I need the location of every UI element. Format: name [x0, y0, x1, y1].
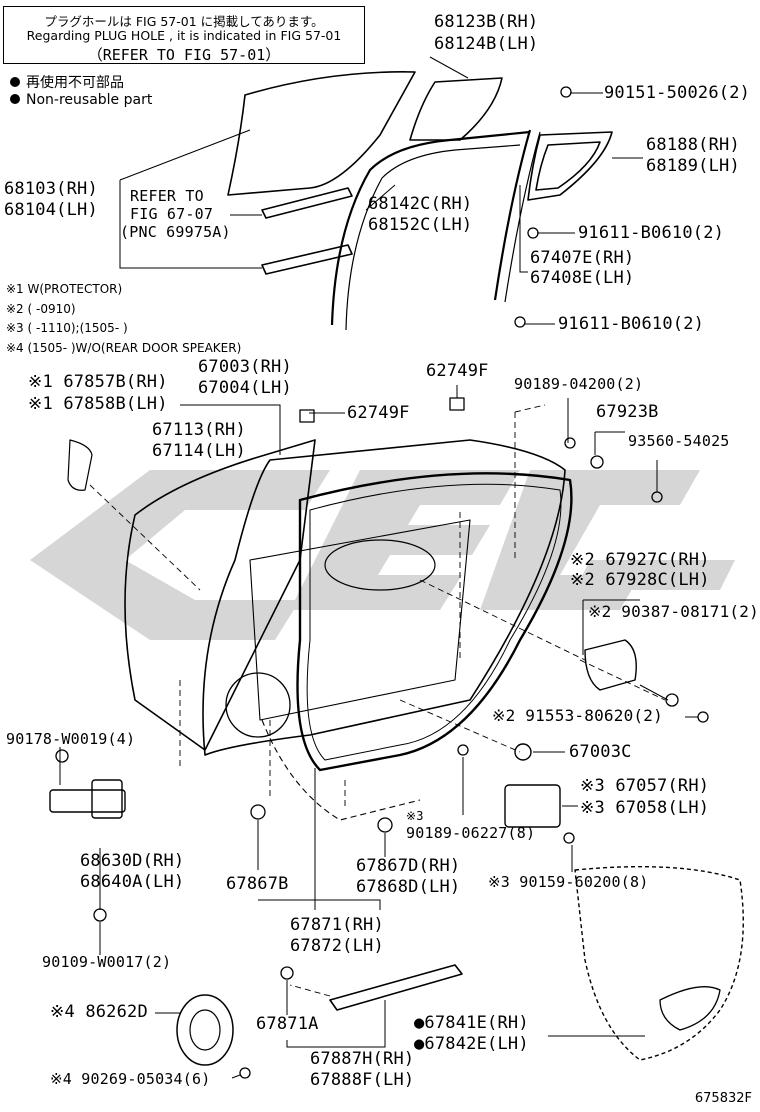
- part-label[interactable]: 68124B(LH): [434, 34, 539, 54]
- part-label[interactable]: 67871(RH): [290, 915, 384, 935]
- part-label[interactable]: ※3: [406, 809, 424, 823]
- door-trim: [574, 865, 744, 1061]
- weatherstrip: [296, 472, 573, 772]
- belt-moulding-outer: [261, 244, 353, 275]
- part-label[interactable]: ※3 67058(LH): [580, 798, 710, 818]
- part-label[interactable]: 91611-B0610(2): [578, 223, 725, 243]
- part-label[interactable]: ※2 91553-80620(2): [492, 706, 663, 725]
- part-label[interactable]: ●67842E(LH): [414, 1034, 529, 1054]
- part-label[interactable]: 68104(LH): [4, 200, 98, 220]
- part-label[interactable]: 67407E(RH): [530, 248, 635, 268]
- lower-moulding: [329, 964, 463, 1011]
- non-reusable-dot-icon: [10, 94, 20, 104]
- part-label[interactable]: 93560-54025: [628, 432, 730, 450]
- non-reusable-dot-icon: [10, 77, 20, 87]
- service-hole-outline: [261, 719, 421, 821]
- part-label[interactable]: 68103(RH): [4, 179, 98, 199]
- part-label[interactable]: ※4 90269-05034(6): [50, 1070, 211, 1088]
- note-en: Regarding PLUG HOLE , it is indicated in…: [26, 28, 342, 43]
- footnote-1: ※1 W(PROTECTOR): [6, 282, 123, 296]
- part-label[interactable]: 67888F(LH): [310, 1070, 415, 1090]
- part-label[interactable]: ※3 90159-60200(8): [488, 873, 649, 891]
- part-label[interactable]: 90189-04200(2): [514, 375, 644, 393]
- part-label[interactable]: 67867D(RH): [356, 856, 461, 876]
- refer-line-1: REFER TO: [130, 187, 204, 205]
- note-jp: プラグホールは FIG 57-01 に掲載してあります。: [44, 14, 324, 29]
- quarter-glass: [409, 77, 503, 141]
- part-label[interactable]: 91611-B0610(2): [558, 314, 705, 334]
- protector: [67, 439, 93, 491]
- part-label[interactable]: 68152C(LH): [368, 215, 473, 235]
- center-channel: [493, 129, 532, 301]
- door-glass: [227, 71, 416, 196]
- part-label[interactable]: 67408E(LH): [530, 268, 635, 288]
- footnote-2: ※2 ( -0910): [6, 302, 76, 316]
- part-label[interactable]: 67923B: [596, 402, 659, 422]
- part-label[interactable]: 67004(LH): [198, 378, 292, 398]
- footnote-3: ※3 ( -1110);(1505- ): [6, 321, 128, 335]
- door-outer-panel: [124, 439, 316, 751]
- part-label[interactable]: 67871A: [256, 1014, 319, 1034]
- figure-id: 675832F: [694, 1091, 752, 1106]
- belt-moulding-inner: [261, 187, 353, 219]
- part-label[interactable]: 68630D(RH): [80, 851, 185, 871]
- legend-en: Non-reusable part: [10, 92, 152, 108]
- part-label[interactable]: ※4 86262D: [50, 1002, 148, 1022]
- part-label[interactable]: 67114(LH): [152, 441, 246, 461]
- part-label[interactable]: 68123B(RH): [434, 12, 539, 32]
- reference-note: プラグホールは FIG 57-01 に掲載してあります。 Regarding P…: [3, 6, 365, 64]
- part-label[interactable]: 90109-W0017(2): [42, 953, 172, 971]
- door-lock: [504, 784, 561, 828]
- part-label[interactable]: ●67841E(RH): [414, 1013, 529, 1033]
- part-label[interactable]: ※2 90387-08171(2): [588, 602, 759, 621]
- part-label[interactable]: 68189(LH): [646, 156, 740, 176]
- part-label[interactable]: 67003(RH): [198, 357, 292, 377]
- part-label[interactable]: ※2 67927C(RH): [570, 550, 710, 570]
- part-label[interactable]: 67003C: [569, 742, 632, 762]
- part-label[interactable]: 67113(RH): [152, 420, 246, 440]
- regulator-bracket: [584, 639, 637, 691]
- part-label[interactable]: ※3 67057(RH): [580, 776, 710, 796]
- part-label[interactable]: 68142C(RH): [368, 194, 473, 214]
- part-label[interactable]: 90189-06227(8): [406, 824, 536, 842]
- part-label[interactable]: 68640A(LH): [80, 872, 185, 892]
- part-label[interactable]: ※2 67928C(LH): [570, 570, 710, 590]
- part-label[interactable]: 67872(LH): [290, 936, 384, 956]
- part-label[interactable]: 62749F: [347, 403, 410, 423]
- watermark-logo: [30, 470, 735, 640]
- legend-jp: 再使用不可部品: [10, 72, 124, 92]
- quarter-window: [527, 131, 613, 201]
- speaker-hole: [225, 672, 291, 738]
- footnote-4: ※4 (1505- )W/O(REAR DOOR SPEAKER): [6, 341, 242, 355]
- part-label[interactable]: ※1 67858B(LH): [28, 394, 168, 414]
- part-label[interactable]: 90178-W0019(4): [6, 730, 136, 748]
- door-frame: [202, 439, 566, 756]
- part-label[interactable]: 67868D(LH): [356, 877, 461, 897]
- part-label[interactable]: 62749F: [426, 361, 489, 381]
- refer-line-2: FIG 67-07: [130, 205, 214, 223]
- speaker: [176, 994, 234, 1066]
- glass-run: [330, 130, 531, 326]
- note-refer: （REFER TO FIG 57-01）: [87, 46, 281, 64]
- refer-line-3: (PNC 69975A): [120, 223, 231, 241]
- part-label[interactable]: 68188(RH): [646, 135, 740, 155]
- hinge: [49, 789, 126, 813]
- part-label[interactable]: ※1 67857B(RH): [28, 372, 168, 392]
- part-label[interactable]: 90151-50026(2): [604, 83, 751, 103]
- part-label[interactable]: 67887H(RH): [310, 1049, 415, 1069]
- part-label[interactable]: 67867B: [226, 874, 289, 894]
